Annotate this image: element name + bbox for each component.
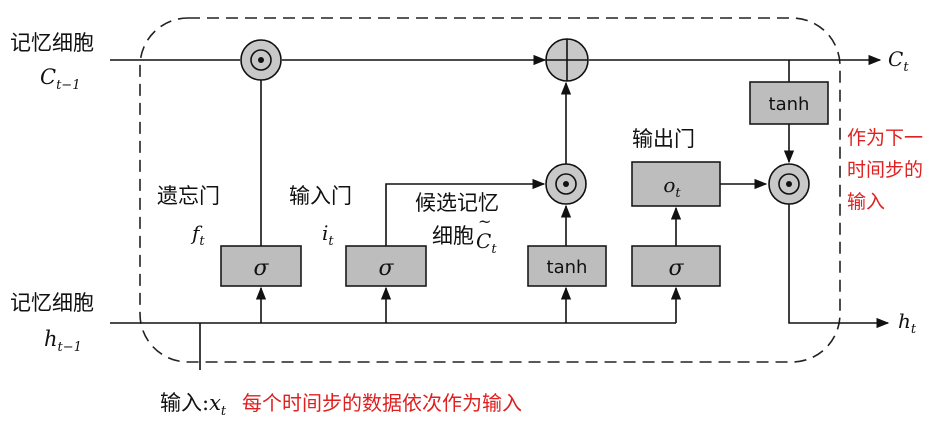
input-gate-output-line <box>385 178 546 246</box>
candidate-label-line2: 细胞 <box>432 224 474 248</box>
forget-gate-symbol: ft <box>190 221 205 249</box>
next-step-note-line2: 时间步的 <box>847 159 923 181</box>
svg-text:ot: ot <box>663 173 681 201</box>
candidate-multiply-op <box>545 163 587 205</box>
next-step-note-line1: 作为下一 <box>847 127 923 149</box>
input-gate-label: 输入门 <box>289 184 352 208</box>
hidden-out-symbol: ht <box>898 309 917 337</box>
output-multiply-op <box>768 163 810 205</box>
candidate-tilde: ~ <box>478 212 491 231</box>
cell-state-in-label: 记忆细胞 <box>10 31 94 55</box>
forget-multiply-op <box>240 39 282 81</box>
svg-text:σ: σ <box>253 256 269 281</box>
output-gate-label: 输出门 <box>632 127 695 151</box>
candidate-tanh-box: tanh <box>527 245 607 287</box>
hidden-output-line <box>788 204 890 329</box>
forget-gate-sigma-box: σ <box>220 245 302 287</box>
input-gate-symbol: it <box>322 221 334 249</box>
cell-boundary <box>139 17 841 363</box>
output-value-box: ot <box>631 161 721 207</box>
hidden-in-symbol: ht−1 <box>44 327 82 355</box>
svg-text:σ: σ <box>668 256 684 281</box>
hidden-in-label: 记忆细胞 <box>10 291 94 315</box>
x-input-label: 输入:xt <box>160 391 227 419</box>
sequence-input-note: 每个时间步的数据依次作为输入 <box>242 391 522 415</box>
candidate-label: 候选记忆 <box>415 191 499 215</box>
cell-state-in-symbol: Ct−1 <box>40 65 80 93</box>
input-gate-sigma-box: σ <box>345 245 427 287</box>
add-op <box>545 38 589 82</box>
svg-text:σ: σ <box>378 256 394 281</box>
next-step-note-line3: 输入 <box>847 191 885 213</box>
svg-text:tanh: tanh <box>769 94 810 115</box>
candidate-symbol: Ct <box>476 229 497 257</box>
output-gate-sigma-box: σ <box>631 245 721 287</box>
forget-gate-label: 遗忘门 <box>157 184 220 208</box>
svg-text:tanh: tanh <box>547 257 588 278</box>
cell-state-out-symbol: Ct <box>888 47 909 75</box>
cell-tanh-box: tanh <box>749 81 829 125</box>
